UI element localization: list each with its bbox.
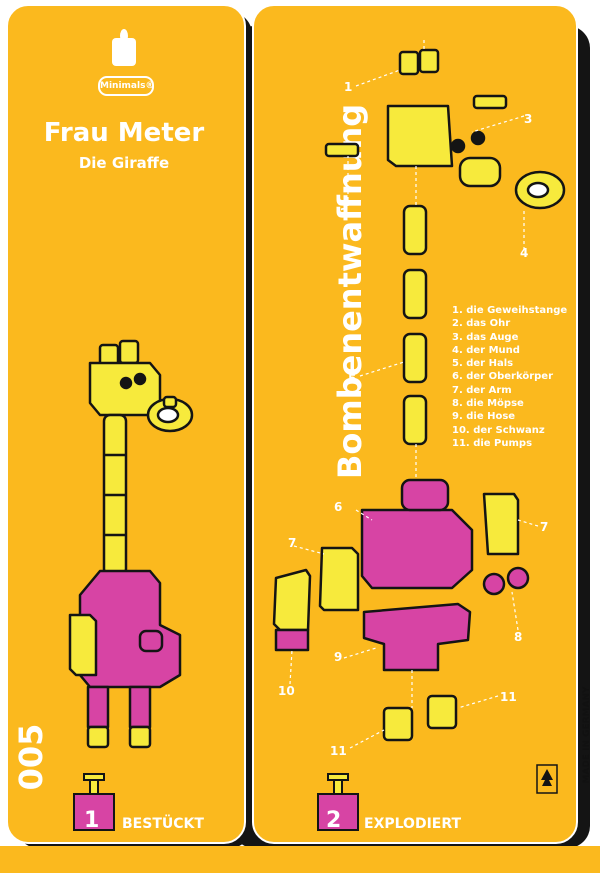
callout-2: 2 xyxy=(340,206,349,220)
callout-11-right: 11 xyxy=(500,690,517,704)
legend-item: 3. das Auge xyxy=(452,331,519,343)
step-2-box-icon xyxy=(317,773,359,831)
legend-item: 10. der Schwanz xyxy=(452,424,545,436)
card-number: 005 xyxy=(12,723,50,791)
step-1-label: BESTÜCKT xyxy=(122,816,204,832)
made-in-label: MADE IN GERMANY xyxy=(582,686,592,784)
callout-3: 3 xyxy=(524,112,533,126)
legend-item: 2. das Ohr xyxy=(452,318,511,330)
callout-11-left: 11 xyxy=(330,744,347,758)
panel-left xyxy=(6,4,246,844)
callout-5: 5 xyxy=(348,372,357,386)
callout-6: 6 xyxy=(334,500,343,514)
step-1-box-icon xyxy=(73,773,115,831)
step-1-number: 1 xyxy=(84,808,100,833)
bottom-strip xyxy=(0,846,600,873)
legend-item: 4. der Mund xyxy=(452,344,520,356)
callout-7-right: 7 xyxy=(540,520,549,534)
legend-item: 11. die Pumps xyxy=(452,437,533,449)
step-2-number: 2 xyxy=(326,808,342,833)
legend-item: 7. der Arm xyxy=(452,384,512,396)
card-subtitle: Die Giraffe xyxy=(78,154,170,172)
assembled-giraffe-illustration xyxy=(68,339,194,749)
callout-9: 9 xyxy=(334,650,343,664)
callout-10: 10 xyxy=(278,684,295,698)
parts-legend: 1. die Geweihstange 2. das Ohr 3. das Au… xyxy=(452,304,572,450)
legend-item: 6. der Oberkörper xyxy=(452,371,554,383)
logo-icon xyxy=(112,29,136,66)
card-title: Frau Meter xyxy=(43,118,205,148)
callout-7-left: 7 xyxy=(288,536,297,550)
legend-item: 9. die Hose xyxy=(452,411,516,423)
exploded-view-illustration xyxy=(272,40,566,749)
callout-4: 4 xyxy=(520,246,529,260)
fsc-logo-icon xyxy=(536,764,558,794)
legend-item: 8. die Möpse xyxy=(452,398,524,410)
brand-logo-text: Minimals® xyxy=(98,76,154,96)
legend-item: 1. die Geweihstange xyxy=(452,305,568,316)
step-2-label: EXPLODIERT xyxy=(364,816,462,832)
legend-item: 5. der Hals xyxy=(452,358,514,370)
callout-1: 1 xyxy=(344,80,353,94)
callout-8: 8 xyxy=(514,630,523,644)
